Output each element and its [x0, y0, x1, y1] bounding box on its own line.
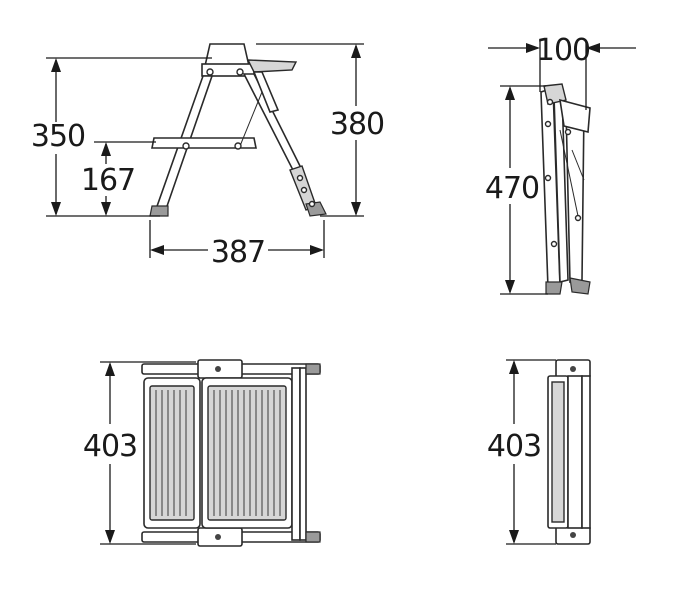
- side-folded-view: 100 470: [485, 33, 636, 295]
- dim-387-label: 387: [211, 235, 265, 270]
- dim-403-folded-label: 403: [487, 429, 541, 464]
- dim-403-top-label: 403: [83, 429, 137, 464]
- dim-380-label: 380: [330, 107, 384, 142]
- top-view: 403: [83, 359, 321, 547]
- platform-tread-ribs: [213, 390, 281, 516]
- top-folded-view: 403: [487, 359, 591, 545]
- dim-350-label: 350: [31, 119, 85, 154]
- left-tread-ribs: [155, 390, 187, 516]
- front-view: 350 167 380 387: [31, 43, 385, 270]
- dim-167-label: 167: [81, 163, 135, 198]
- dim-470-label: 470: [485, 171, 539, 206]
- dim-100-label: 100: [536, 33, 590, 68]
